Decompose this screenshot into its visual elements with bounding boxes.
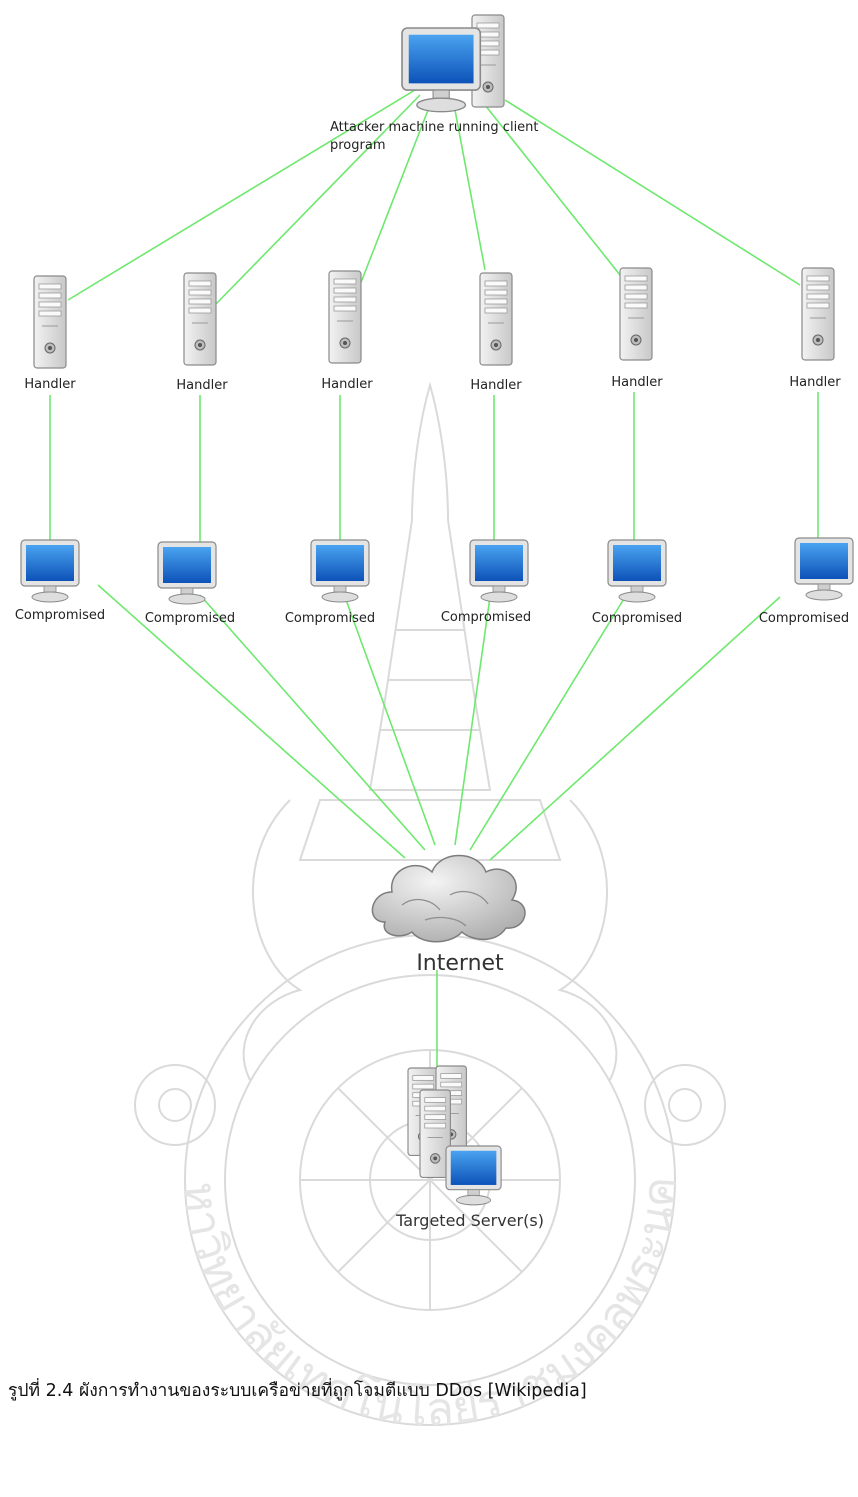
server-icon [183,272,217,366]
compromised-label: Compromised [15,608,105,623]
link-compromised-internet-1 [97,584,406,859]
monitor-icon [157,541,217,605]
handler-label: Handler [321,377,373,392]
link-attacker-handler-2 [214,94,421,306]
handler-node-2: Handler [176,272,228,393]
attacker-monitor-icon [401,27,482,113]
attacker-machine: Attacker machine running client program [330,14,539,153]
link-attacker-handler-4 [454,109,486,271]
server-icon [479,272,513,366]
cloud-icon [371,854,526,943]
handler-label: Handler [24,377,76,392]
compromised-label: Compromised [759,611,849,626]
target-label: Targeted Server(s) [395,1211,544,1230]
internet-node: Internet [371,854,526,976]
handler-node-1: Handler [24,275,76,392]
compromised-label: Compromised [592,611,682,626]
handler-label: Handler [789,375,841,390]
watermark-arc-text: มหาวิทยาลัยเทคโนโลยีราชมงคลพระนคร [0,0,686,1436]
internet-label: Internet [416,951,504,976]
server-icon [33,275,67,369]
monitor-icon [469,539,529,603]
link-attacker-handler-1 [67,89,416,301]
target-node: Targeted Server(s) [395,1065,544,1230]
compromised-node-3: Compromised [285,539,375,626]
attacker-label-line1: Attacker machine running client [330,120,539,135]
handler-node-6: Handler [789,267,841,390]
compromised-label: Compromised [285,611,375,626]
compromised-label: Compromised [145,611,235,626]
handler-label: Handler [176,378,228,393]
link-compromised-internet-3 [344,596,436,846]
handler-label: Handler [611,375,663,390]
figure-caption: รูปที่ 2.4 ผังการทำงานของระบบเครือข่ายที… [8,1381,587,1401]
link-compromised-internet-6 [489,596,781,861]
compromised-label: Compromised [441,610,531,625]
monitor-icon [20,539,80,603]
monitor-icon [794,537,854,601]
compromised-node-2: Compromised [145,541,235,626]
monitor-icon [310,539,370,603]
link-compromised-internet-2 [199,594,426,851]
watermark-seal: มหาวิทยาลัยเทคโนโลยีราชมงคลพระนคร [0,0,726,1436]
monitor-icon [445,1145,502,1206]
server-icon [801,267,835,361]
compromised-node-5: Compromised [592,539,682,626]
compromised-node-1: Compromised [15,539,105,623]
compromised-node-4: Compromised [441,539,531,625]
link-attacker-handler-6 [504,99,801,286]
link-attacker-handler-5 [484,104,621,276]
link-compromised-internet-5 [469,596,626,851]
handler-node-3: Handler [321,270,373,392]
connections [49,89,819,1070]
handler-node-4: Handler [470,272,522,393]
server-icon [619,267,653,361]
server-icon [328,270,362,364]
compromised-node-6: Compromised [759,537,854,626]
link-attacker-handler-3 [359,104,431,286]
handler-label: Handler [470,378,522,393]
attacker-label-line2: program [330,138,386,153]
monitor-icon [607,539,667,603]
link-compromised-internet-4 [454,596,491,846]
handler-node-5: Handler [611,267,663,390]
